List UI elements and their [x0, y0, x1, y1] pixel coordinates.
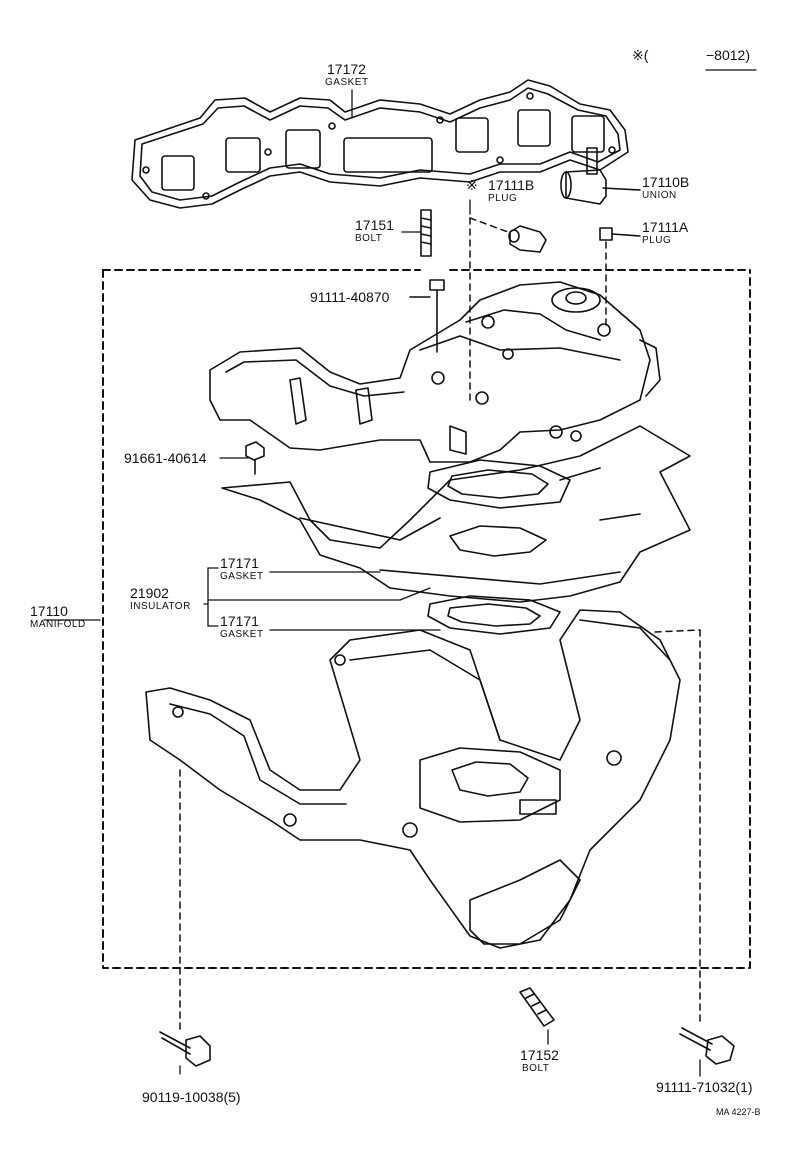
plug-b-part-number: 17111B — [488, 177, 535, 193]
bolt-top-part-number: 17151 — [355, 217, 394, 233]
insulator-name: INSULATOR — [130, 601, 191, 612]
union-fitting-shape — [560, 147, 641, 205]
gasket-mid-upper-part-number: 17171 — [220, 555, 259, 571]
plug-b-name: PLUG — [488, 193, 518, 204]
insulator-part-number: 21902 — [130, 585, 169, 601]
stud-mid-part-number: 91111-40870 — [310, 289, 390, 305]
bolt-right-part-number: 91111-71032(1) — [656, 1079, 753, 1095]
exhaust-manifold-shape — [145, 609, 681, 949]
stud-bottom-part-number: 17152 — [520, 1047, 559, 1063]
manifold-assembly-frame — [102, 269, 751, 969]
gasket-mid-lower-name: GASKET — [220, 629, 264, 640]
stud-top-shape — [420, 209, 432, 257]
header-range: −8012) — [706, 47, 750, 63]
gasket-top-name: GASKET — [325, 77, 369, 88]
stud-mid-shape — [409, 279, 445, 353]
screw-shape — [245, 441, 265, 475]
plug-a-name: PLUG — [642, 235, 672, 246]
bolt-right-shape — [679, 1027, 735, 1065]
insulator-shape — [221, 425, 691, 603]
manifold-name: MANIFOLD — [30, 619, 86, 630]
bolt-left-part-number: 90119-10038(5) — [142, 1089, 241, 1105]
bolt-left-shape — [159, 1031, 211, 1067]
gasket-mid-lower-part-number: 17171 — [220, 613, 259, 629]
screw-part-number: 91661-40614 — [124, 450, 207, 466]
top-gasket-shape — [131, 79, 629, 209]
gasket-mid-upper-shape — [427, 459, 571, 509]
stud-bottom-shape — [519, 987, 555, 1027]
gasket-mid-upper-name: GASKET — [220, 571, 264, 582]
union-part-number: 17110B — [642, 174, 690, 190]
gasket-top-part-number: 17172 — [327, 61, 366, 77]
header-mark: ※( — [632, 47, 649, 63]
intake-manifold-shape — [209, 281, 661, 463]
plug-b-mark: ※ — [466, 177, 478, 193]
plug-b-shape — [508, 225, 547, 253]
plug-a-shape — [599, 227, 641, 241]
reference-code: MA 4227-B — [716, 1107, 761, 1117]
manifold-part-number: 17110 — [30, 603, 68, 619]
union-name: UNION — [642, 190, 677, 201]
stud-bottom-name: BOLT — [522, 1063, 550, 1074]
plug-a-part-number: 17111A — [642, 219, 689, 235]
bolt-top-name: BOLT — [355, 233, 383, 244]
gasket-mid-lower-shape — [427, 595, 561, 635]
